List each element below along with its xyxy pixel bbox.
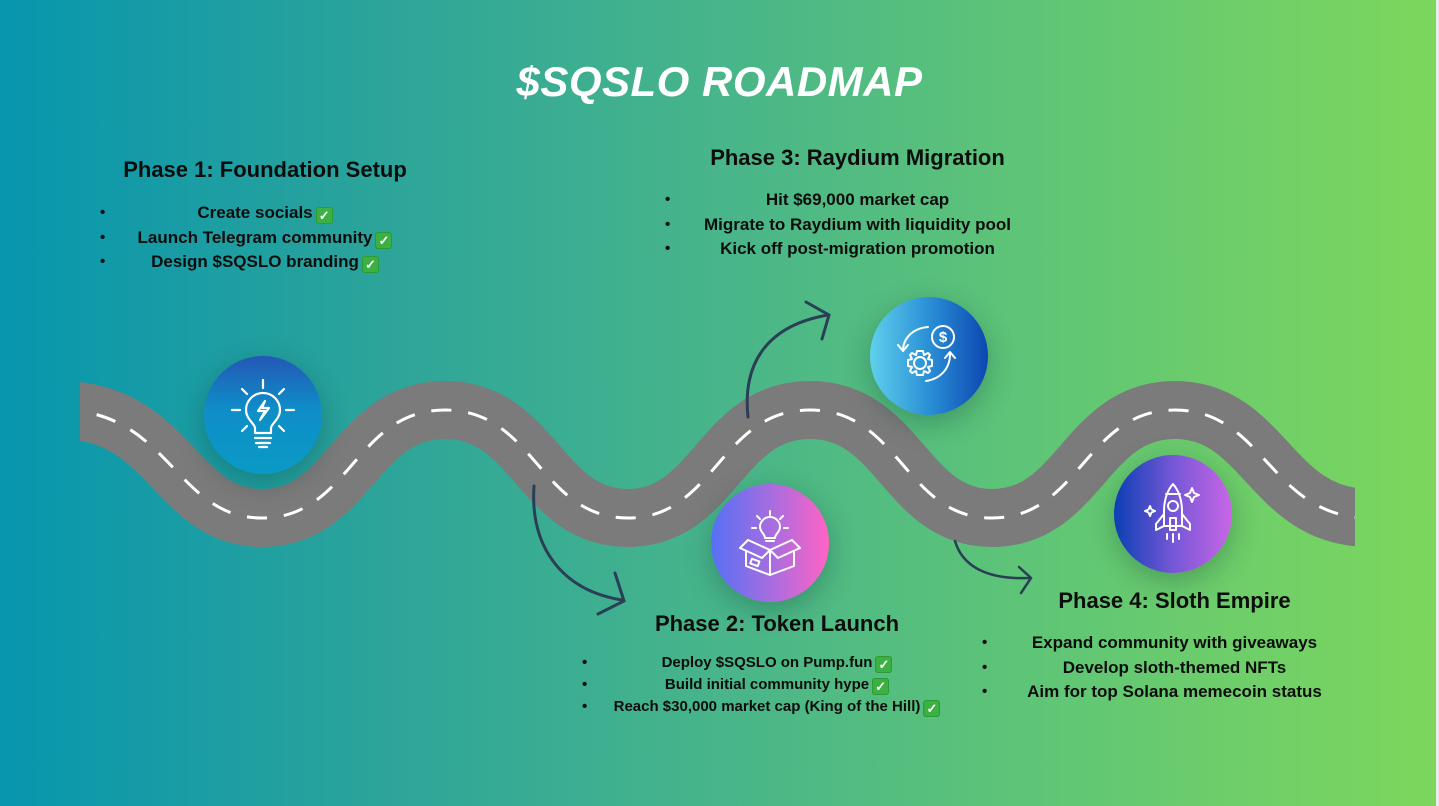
list-item: Build initial community hype✓ [582, 674, 972, 696]
road-center-line [80, 408, 1355, 520]
list-item-text: Deploy $SQSLO on Pump.fun [661, 654, 873, 671]
list-item: Migrate to Raydium with liquidity pool [665, 213, 1050, 238]
checkmark-icon: ✓ [875, 656, 893, 673]
list-item: Hit $69,000 market cap [665, 188, 1050, 213]
list-item: Aim for top Solana memecoin status [982, 680, 1367, 705]
phase-2-heading: Phase 2: Token Launch [654, 611, 900, 636]
lightbulb-bolt-icon [230, 378, 296, 449]
phase-1-list: Create socials✓ Launch Telegram communit… [100, 201, 430, 275]
list-item: Expand community with giveaways [982, 631, 1367, 656]
arrow-to-phase-4 [953, 539, 1033, 595]
phase-4-icon-circle [1114, 455, 1232, 573]
page-title: $SQSLO ROADMAP [516, 58, 923, 105]
list-item-text: Create socials [197, 203, 313, 222]
list-item-text: Design $SQSLO branding [151, 252, 359, 271]
arrow-to-phase-3 [745, 300, 831, 419]
list-item-text: Develop sloth-themed NFTs [1062, 657, 1287, 677]
phase-3-icon-circle: $ [870, 297, 988, 415]
phase-3-block: Phase 3: Raydium Migration Hit $69,000 m… [665, 145, 1050, 262]
list-item: Launch Telegram community✓ [100, 226, 430, 251]
phase-4-heading: Phase 4: Sloth Empire [1058, 588, 1291, 613]
phase-1-block: Phase 1: Foundation Setup Create socials… [100, 157, 430, 275]
phase-4-list: Expand community with giveaways Develop … [982, 631, 1367, 705]
checkmark-icon: ✓ [872, 678, 890, 695]
list-item-text: Expand community with giveaways [1031, 633, 1318, 652]
arrow-to-phase-2 [532, 484, 626, 616]
phase-3-list: Hit $69,000 market cap Migrate to Raydiu… [665, 188, 1050, 262]
list-item: Kick off post-migration promotion [665, 237, 1050, 262]
phase-2-icon-circle [711, 484, 829, 602]
phase-1-icon-circle [204, 356, 322, 474]
phase-2-list: Deploy $SQSLO on Pump.fun✓ Build initial… [582, 652, 972, 718]
list-item-text: Hit $69,000 market cap [765, 190, 950, 209]
phase-3-heading: Phase 3: Raydium Migration [710, 145, 1005, 170]
rocket-icon [1144, 483, 1200, 543]
svg-text:$: $ [939, 329, 948, 346]
list-item: Develop sloth-themed NFTs [982, 656, 1367, 681]
list-item-text: Build initial community hype [664, 676, 870, 693]
dollar-gear-cycle-icon: $ [897, 325, 956, 382]
checkmark-icon: ✓ [315, 207, 333, 224]
list-item-text: Reach $30,000 market cap (King of the Hi… [613, 698, 921, 715]
list-item: Reach $30,000 market cap (King of the Hi… [582, 696, 972, 718]
list-item-text: Kick off post-migration promotion [720, 239, 995, 258]
checkmark-icon: ✓ [361, 256, 379, 273]
right-edge-strip [1436, 0, 1439, 806]
checkmark-icon: ✓ [923, 700, 941, 717]
phase-2-block: Phase 2: Token Launch Deploy $SQSLO on P… [582, 611, 972, 718]
phase-1-heading: Phase 1: Foundation Setup [123, 157, 407, 182]
list-item-text: Launch Telegram community [137, 227, 373, 247]
list-item-text: Migrate to Raydium with liquidity pool [704, 214, 1011, 234]
list-item: Design $SQSLO branding✓ [100, 250, 430, 275]
list-item: Deploy $SQSLO on Pump.fun✓ [582, 652, 972, 674]
box-lightbulb-icon [739, 510, 801, 576]
list-item: Create socials✓ [100, 201, 430, 226]
list-item-text: Aim for top Solana memecoin status [1027, 682, 1322, 701]
checkmark-icon: ✓ [375, 231, 393, 249]
phase-4-block: Phase 4: Sloth Empire Expand community w… [982, 588, 1367, 705]
